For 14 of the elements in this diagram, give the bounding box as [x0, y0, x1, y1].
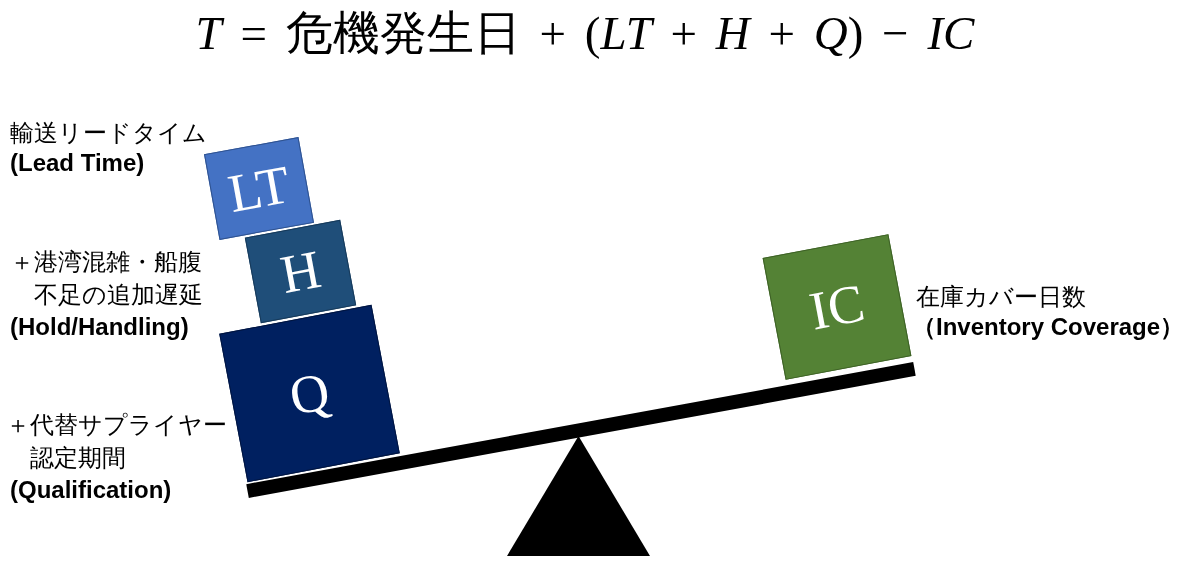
block-label: IC — [805, 275, 869, 339]
term-label: 輸送リードタイム — [10, 118, 207, 148]
english-term-label: （Inventory Coverage） — [912, 312, 1185, 342]
fulcrum-triangle — [507, 436, 650, 556]
term-label: 在庫カバー日数 — [916, 282, 1086, 312]
block-label: LT — [224, 156, 294, 220]
formula-title: T = 危機発生日 + (LT + H + Q) − IC — [195, 6, 975, 61]
term-label: ＋代替サプライヤー認定期間 — [6, 410, 228, 473]
english-term-label: (Hold/Handling) — [10, 312, 189, 342]
term-label: ＋港湾混雑・船腹不足の追加遅延 — [10, 247, 204, 310]
block-label: Q — [284, 362, 334, 424]
english-term-label: (Lead Time) — [10, 148, 145, 178]
block-label: H — [275, 240, 325, 302]
english-term-label: (Qualification) — [10, 475, 172, 505]
